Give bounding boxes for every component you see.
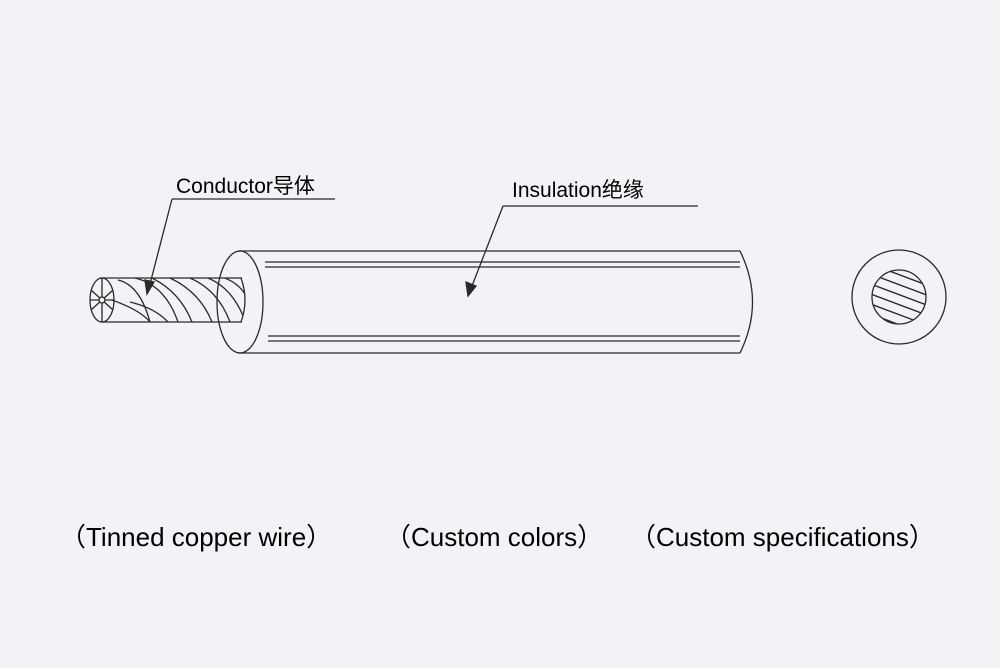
conductor-end-face <box>89 277 115 323</box>
insulation-label: Insulation绝缘 <box>512 179 644 202</box>
insulation-body <box>216 250 754 354</box>
cross-section-insulation-ring <box>851 249 947 345</box>
caption-custom-colors: （Custom colors） <box>385 522 603 552</box>
conductor-label: Conductor导体 <box>176 175 315 198</box>
cross-section <box>851 249 947 345</box>
insulation-leader <box>465 205 698 298</box>
insulation-arrowhead <box>465 280 478 298</box>
conductor-arrowhead <box>144 279 156 296</box>
caption-tinned-copper-wire: （Tinned copper wire） <box>60 522 332 552</box>
conductor-leader <box>144 198 335 296</box>
caption-custom-specifications: （Custom specifications） <box>630 522 935 552</box>
conductor-body <box>100 277 246 323</box>
